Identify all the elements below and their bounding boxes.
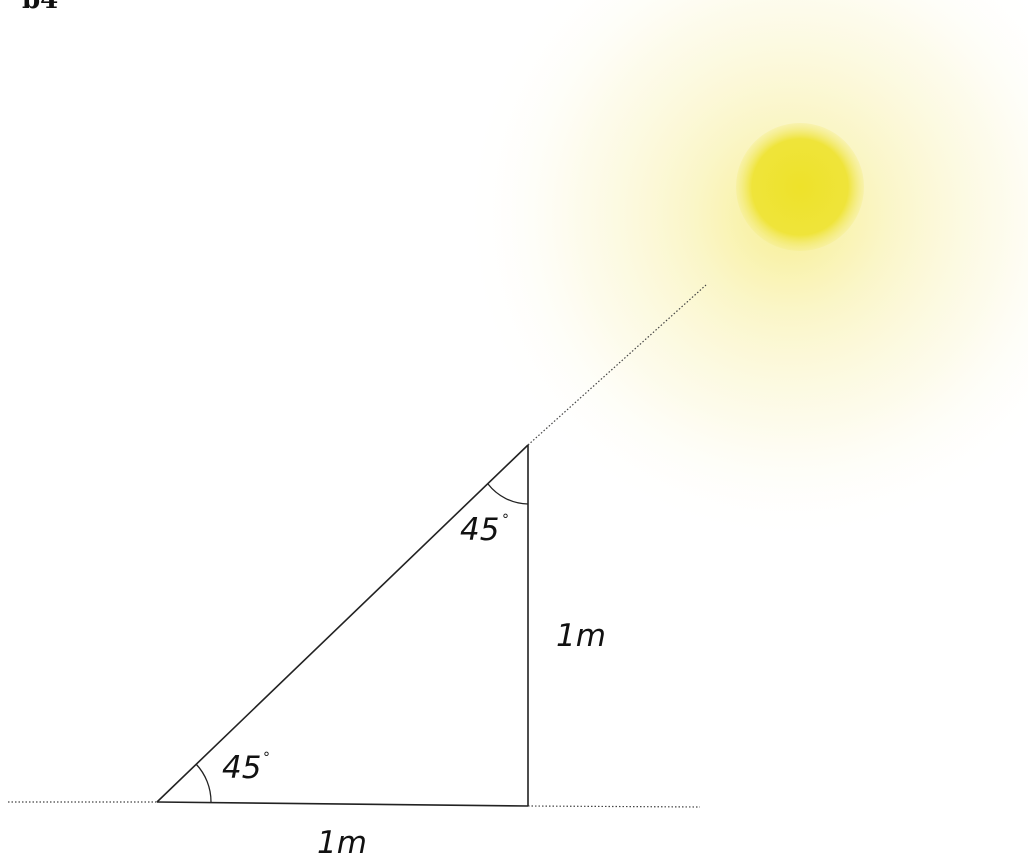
top-angle-arc <box>487 483 529 505</box>
corner-label: b4 <box>22 0 58 15</box>
top-angle-degree: ° <box>502 512 509 528</box>
sun-icon <box>736 123 864 251</box>
sun-glow <box>460 0 1028 545</box>
base-length-label: 1m <box>317 825 367 859</box>
height-length-label: 1m <box>556 618 606 654</box>
triangle-hypotenuse <box>156 444 529 803</box>
bottom-angle-label: 45 <box>222 750 261 786</box>
top-angle-label: 45 <box>460 512 499 548</box>
bottom-angle-degree: ° <box>263 750 270 766</box>
triangle-base <box>156 801 529 807</box>
bottom-angle-arc <box>195 763 212 803</box>
sun-ray-line <box>527 284 707 446</box>
ground-line-right <box>527 805 701 808</box>
